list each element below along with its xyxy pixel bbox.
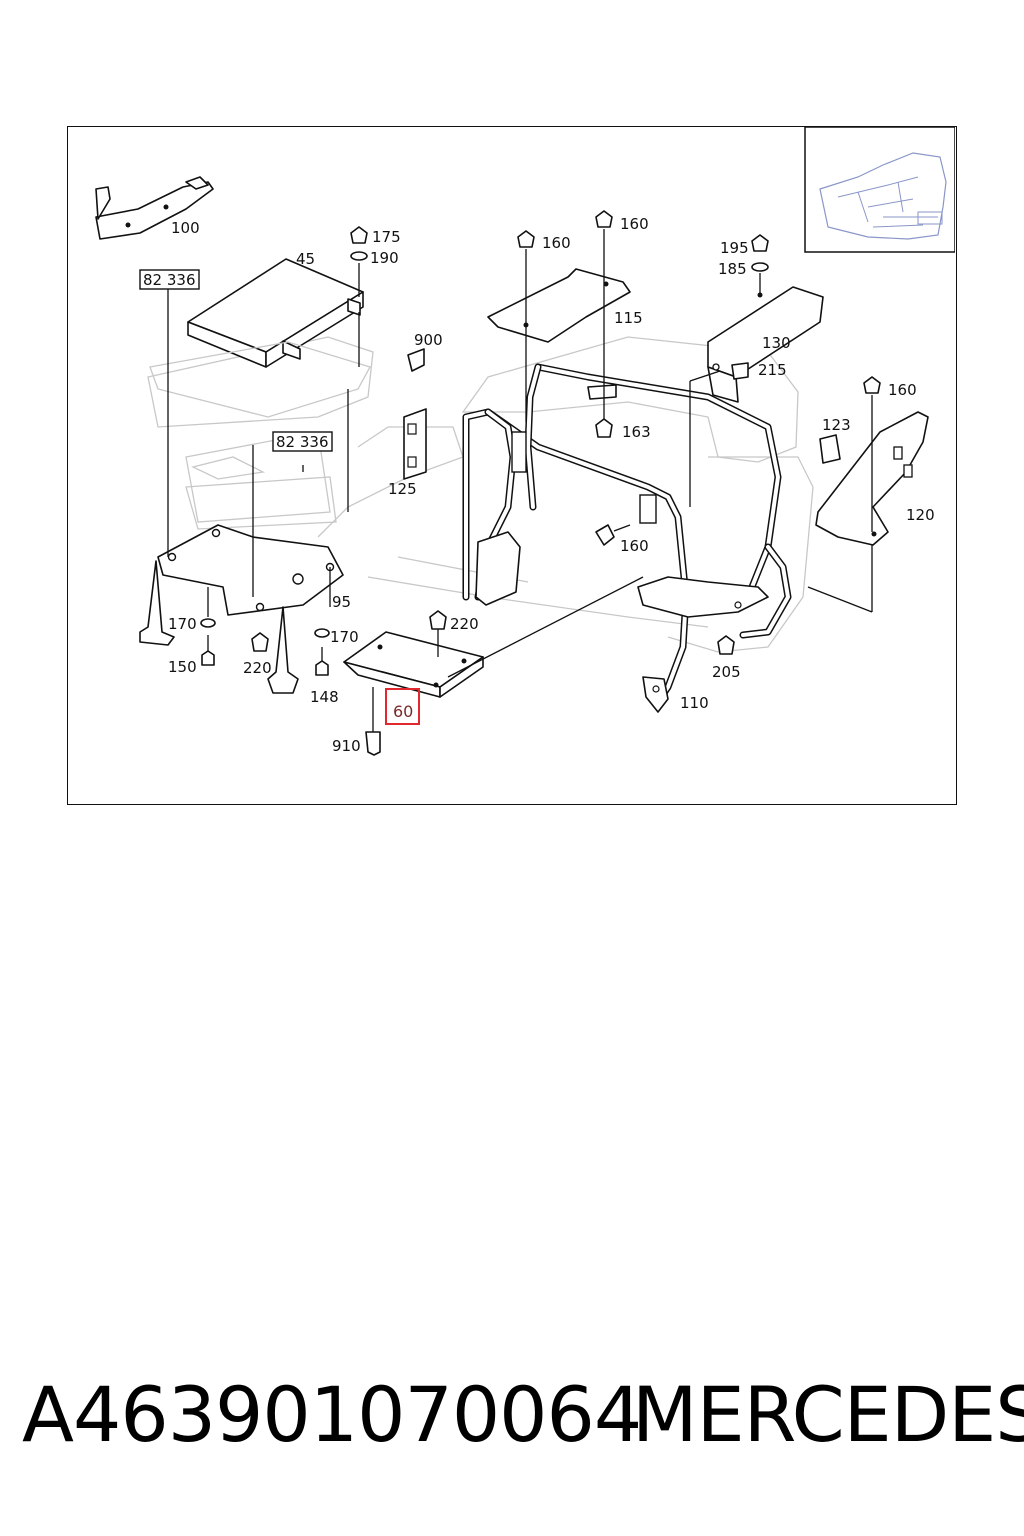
callout-175: 175 bbox=[372, 228, 401, 246]
callout-910: 910 bbox=[332, 737, 361, 755]
fastener-215-grommet bbox=[731, 362, 749, 380]
callout-205: 205 bbox=[712, 663, 741, 681]
callout-123: 123 bbox=[822, 416, 851, 434]
part-100-bracket bbox=[95, 176, 214, 240]
callout-160-b: 160 bbox=[620, 215, 649, 233]
svg-text:82 336: 82 336 bbox=[143, 271, 196, 289]
fastener-175-nut bbox=[350, 226, 368, 244]
callout-160-c: 160 bbox=[888, 381, 917, 399]
fastener-148-bolt bbox=[315, 647, 329, 676]
part-900-clip bbox=[407, 348, 425, 372]
callout-labels: 100 45 175 190 160 160 195 185 900 115 1… bbox=[168, 215, 935, 755]
part-130-bracket bbox=[707, 286, 824, 403]
callout-190: 190 bbox=[370, 249, 399, 267]
part-45-control-unit bbox=[187, 258, 364, 368]
callout-150: 150 bbox=[168, 658, 197, 676]
fastener-163-nut bbox=[587, 384, 617, 438]
part-95-base-plate bbox=[139, 524, 344, 694]
fastener-195-nut bbox=[751, 234, 769, 252]
callout-110: 110 bbox=[680, 694, 709, 712]
part-115-bracket bbox=[487, 268, 631, 343]
fastener-220-nut-b bbox=[429, 610, 447, 630]
callout-195: 195 bbox=[720, 239, 749, 257]
callout-130: 130 bbox=[762, 334, 791, 352]
part-125-bracket bbox=[403, 408, 427, 480]
part-number: A463901070064 bbox=[22, 1370, 642, 1459]
callout-220-a: 220 bbox=[243, 659, 272, 677]
fastener-170-washer-b bbox=[314, 628, 330, 638]
callout-45: 45 bbox=[296, 250, 315, 268]
boxed-reference-2: 82 336 bbox=[272, 431, 333, 452]
part-60-module bbox=[343, 631, 484, 698]
part-910-connector bbox=[365, 687, 381, 756]
callout-185: 185 bbox=[718, 260, 747, 278]
fastener-220-nut-a bbox=[251, 632, 269, 652]
highlighted-part-60[interactable]: 60 bbox=[385, 688, 420, 725]
callout-215: 215 bbox=[758, 361, 787, 379]
part-123-pad bbox=[819, 434, 841, 464]
callout-163: 163 bbox=[622, 423, 651, 441]
callout-900: 900 bbox=[414, 331, 443, 349]
svg-text:60: 60 bbox=[393, 702, 413, 721]
brand-name: MERCEDES bbox=[632, 1370, 1024, 1459]
parts-diagram: 100 45 175 190 160 160 195 185 900 115 1… bbox=[95, 127, 955, 756]
fastener-160-bolt-b bbox=[595, 210, 613, 242]
callout-115: 115 bbox=[614, 309, 643, 327]
fastener-185-washer bbox=[751, 262, 769, 272]
leader-lines bbox=[167, 242, 873, 678]
svg-text:82 336: 82 336 bbox=[276, 433, 329, 451]
callout-120: 120 bbox=[906, 506, 935, 524]
fastener-160-bolt-c bbox=[863, 376, 881, 412]
parts-diagram-frame: 100 45 175 190 160 160 195 185 900 115 1… bbox=[67, 126, 957, 805]
boxed-reference-1: 82 336 bbox=[139, 269, 200, 290]
callout-125: 125 bbox=[388, 480, 417, 498]
footer: A463901070064 MERCEDES bbox=[0, 1370, 1024, 1480]
fastener-160-bolt-d bbox=[595, 524, 631, 546]
part-110-frame-tube bbox=[462, 363, 792, 713]
callout-148: 148 bbox=[310, 688, 339, 706]
fastener-170-washer-a bbox=[200, 618, 216, 628]
callout-160-a: 160 bbox=[542, 234, 571, 252]
fastener-190-washer bbox=[350, 251, 368, 261]
callout-170-b: 170 bbox=[330, 628, 359, 646]
callout-220-b: 220 bbox=[450, 615, 479, 633]
callout-95: 95 bbox=[332, 593, 351, 611]
fastener-150-bolt bbox=[201, 635, 215, 666]
callout-170-a: 170 bbox=[168, 615, 197, 633]
callout-100: 100 bbox=[171, 219, 200, 237]
part-95-bracket-ghost bbox=[149, 341, 371, 418]
callout-160-d: 160 bbox=[620, 537, 649, 555]
vehicle-location-inset bbox=[804, 127, 955, 253]
fastener-205-nut bbox=[717, 635, 735, 655]
fastener-160-bolt-a bbox=[517, 230, 535, 262]
